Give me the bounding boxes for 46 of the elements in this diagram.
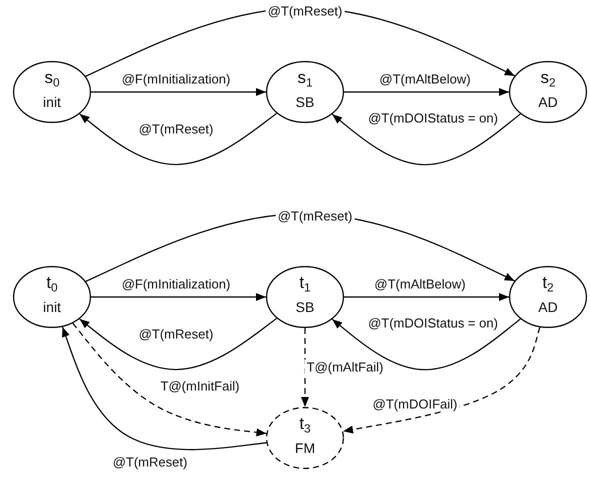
state-label: AD (537, 299, 559, 315)
state-ellipse (266, 407, 344, 469)
state-ellipse (509, 61, 587, 123)
edge-label: @T(mDOIStatus = on) (366, 316, 500, 330)
state-label: init (42, 94, 62, 110)
arrow (344, 293, 509, 301)
state-name: s$_{2}$ (539, 69, 557, 92)
arrow (72, 322, 266, 436)
edge-label: @T(mReset) (136, 122, 216, 136)
state-name: t$_{2}$ (541, 274, 555, 297)
state-name: s$_{0}$ (43, 69, 61, 92)
arrow (344, 88, 509, 96)
arrow (79, 112, 278, 166)
edge-label: @T(mReset) (110, 454, 190, 470)
state-label: init (42, 299, 62, 315)
state-name: t$_{0}$ (45, 274, 59, 297)
edge-label: @T(mReset) (276, 208, 354, 224)
edge-label: @F(mInitialization) (120, 72, 232, 86)
state-ellipse (13, 266, 91, 328)
state-label: AD (537, 94, 559, 110)
edge-label: @T(mReset) (266, 4, 344, 18)
state-label: SB (294, 94, 316, 110)
edge-label: T@(mAltFail) (304, 360, 386, 374)
state-name: t$_{1}$ (298, 274, 312, 297)
state-label: SB (294, 299, 316, 315)
arrow (91, 88, 266, 96)
state-ellipse (266, 61, 344, 123)
arrow (342, 327, 540, 434)
edge-label: T@(mInitFail) (158, 378, 242, 394)
state-ellipse (266, 266, 344, 328)
arrow (79, 318, 278, 370)
state-ellipse (509, 266, 587, 328)
arrow (91, 293, 266, 301)
arrow (332, 318, 521, 370)
edge-label: @F(mInitialization) (120, 276, 232, 292)
edge-label: @T(mAltBelow) (372, 276, 468, 292)
edge-label: @T(mReset) (136, 326, 216, 342)
arrow (62, 326, 267, 450)
edge-label: @T(mAltBelow) (377, 72, 473, 86)
state-name: t$_{3}$ (298, 415, 312, 438)
state-name: s$_{1}$ (296, 69, 314, 92)
edge-label: @T(mDOIFail) (370, 396, 460, 412)
arrow (332, 113, 521, 166)
state-label: FM (294, 440, 316, 456)
edge-label: @T(mDOIStatus = on) (366, 110, 500, 126)
state-ellipse (13, 61, 91, 123)
